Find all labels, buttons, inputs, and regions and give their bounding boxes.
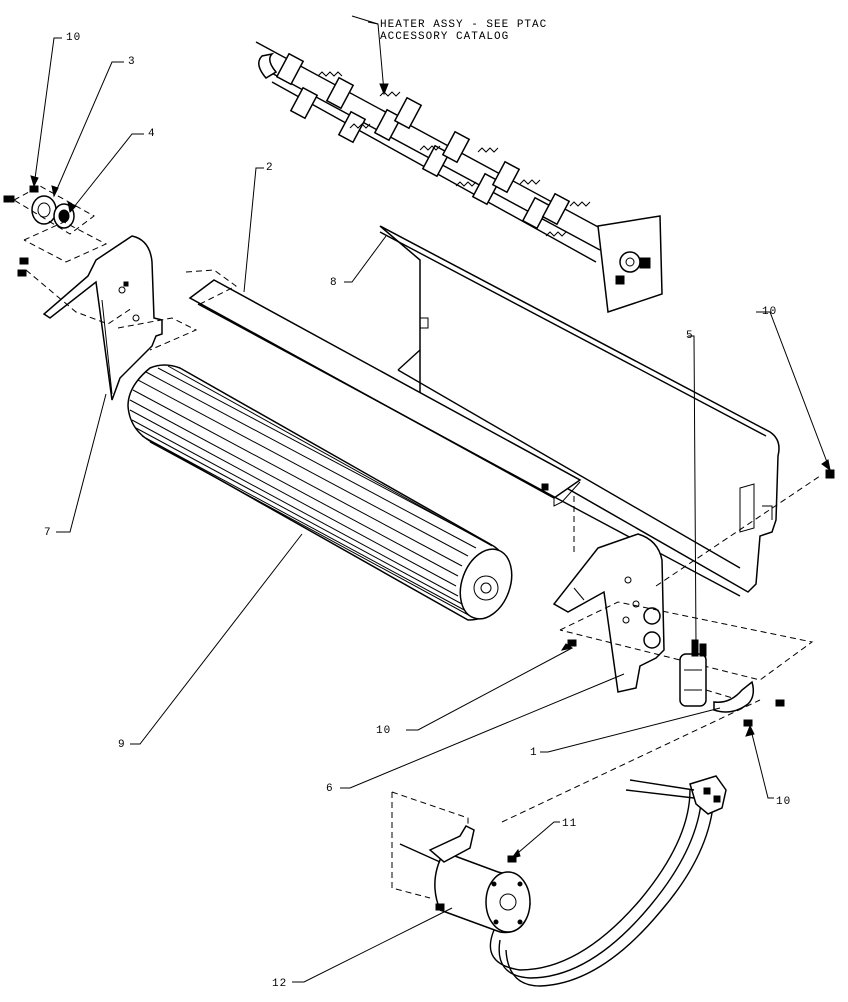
callout-labels: HEATER ASSY - SEE PTAC ACCESSORY CATALOG… bbox=[44, 19, 791, 990]
callout-9: 9 bbox=[118, 739, 126, 751]
screw-strap bbox=[743, 719, 753, 727]
callout-4: 4 bbox=[148, 128, 156, 140]
callout-6: 6 bbox=[326, 783, 334, 795]
fan-cover bbox=[188, 279, 582, 507]
heater-assembly bbox=[255, 41, 663, 314]
callout-7: 7 bbox=[44, 527, 52, 539]
callout-2: 2 bbox=[266, 162, 274, 174]
callout-10-top-left: 10 bbox=[66, 32, 81, 44]
callout-5: 5 bbox=[686, 330, 694, 342]
screw-left-2 bbox=[17, 269, 27, 277]
callout-10-lower-right: 10 bbox=[776, 796, 791, 808]
callout-12: 12 bbox=[272, 978, 287, 990]
capacitor bbox=[679, 639, 707, 707]
blower-wheel-blades bbox=[129, 365, 493, 619]
callout-1: 1 bbox=[530, 747, 538, 759]
heater-coils bbox=[317, 71, 591, 237]
motor-wire-harness bbox=[489, 775, 727, 987]
callout-11: 11 bbox=[562, 818, 577, 830]
bearing-retainer bbox=[29, 185, 57, 225]
callout-10-right: 10 bbox=[762, 306, 777, 318]
heater-note-line2: ACCESSORY CATALOG bbox=[380, 31, 509, 43]
callout-3: 3 bbox=[128, 56, 136, 68]
left-bearing-bracket bbox=[42, 235, 163, 401]
heater-brackets bbox=[275, 52, 571, 230]
screw-right-far bbox=[825, 469, 835, 479]
callout-10-mid: 10 bbox=[376, 725, 391, 737]
left-alignment-lines bbox=[13, 185, 237, 351]
fan-motor bbox=[399, 825, 531, 934]
blower-housing bbox=[379, 225, 780, 593]
leader-lines bbox=[33, 15, 831, 983]
screw-top-left bbox=[3, 195, 15, 203]
screw-motor bbox=[507, 855, 517, 863]
screw-left-1 bbox=[19, 257, 29, 265]
screw-lower-right bbox=[775, 699, 785, 707]
blower-wheel bbox=[127, 364, 513, 621]
capacitor-strap bbox=[713, 680, 755, 713]
callout-8: 8 bbox=[330, 277, 338, 289]
bearing bbox=[53, 203, 75, 229]
right-bearing-bracket bbox=[552, 533, 665, 693]
screw-mid bbox=[567, 639, 577, 647]
heater-note-line1: HEATER ASSY - SEE PTAC bbox=[380, 19, 547, 31]
arrowheads bbox=[30, 83, 831, 859]
